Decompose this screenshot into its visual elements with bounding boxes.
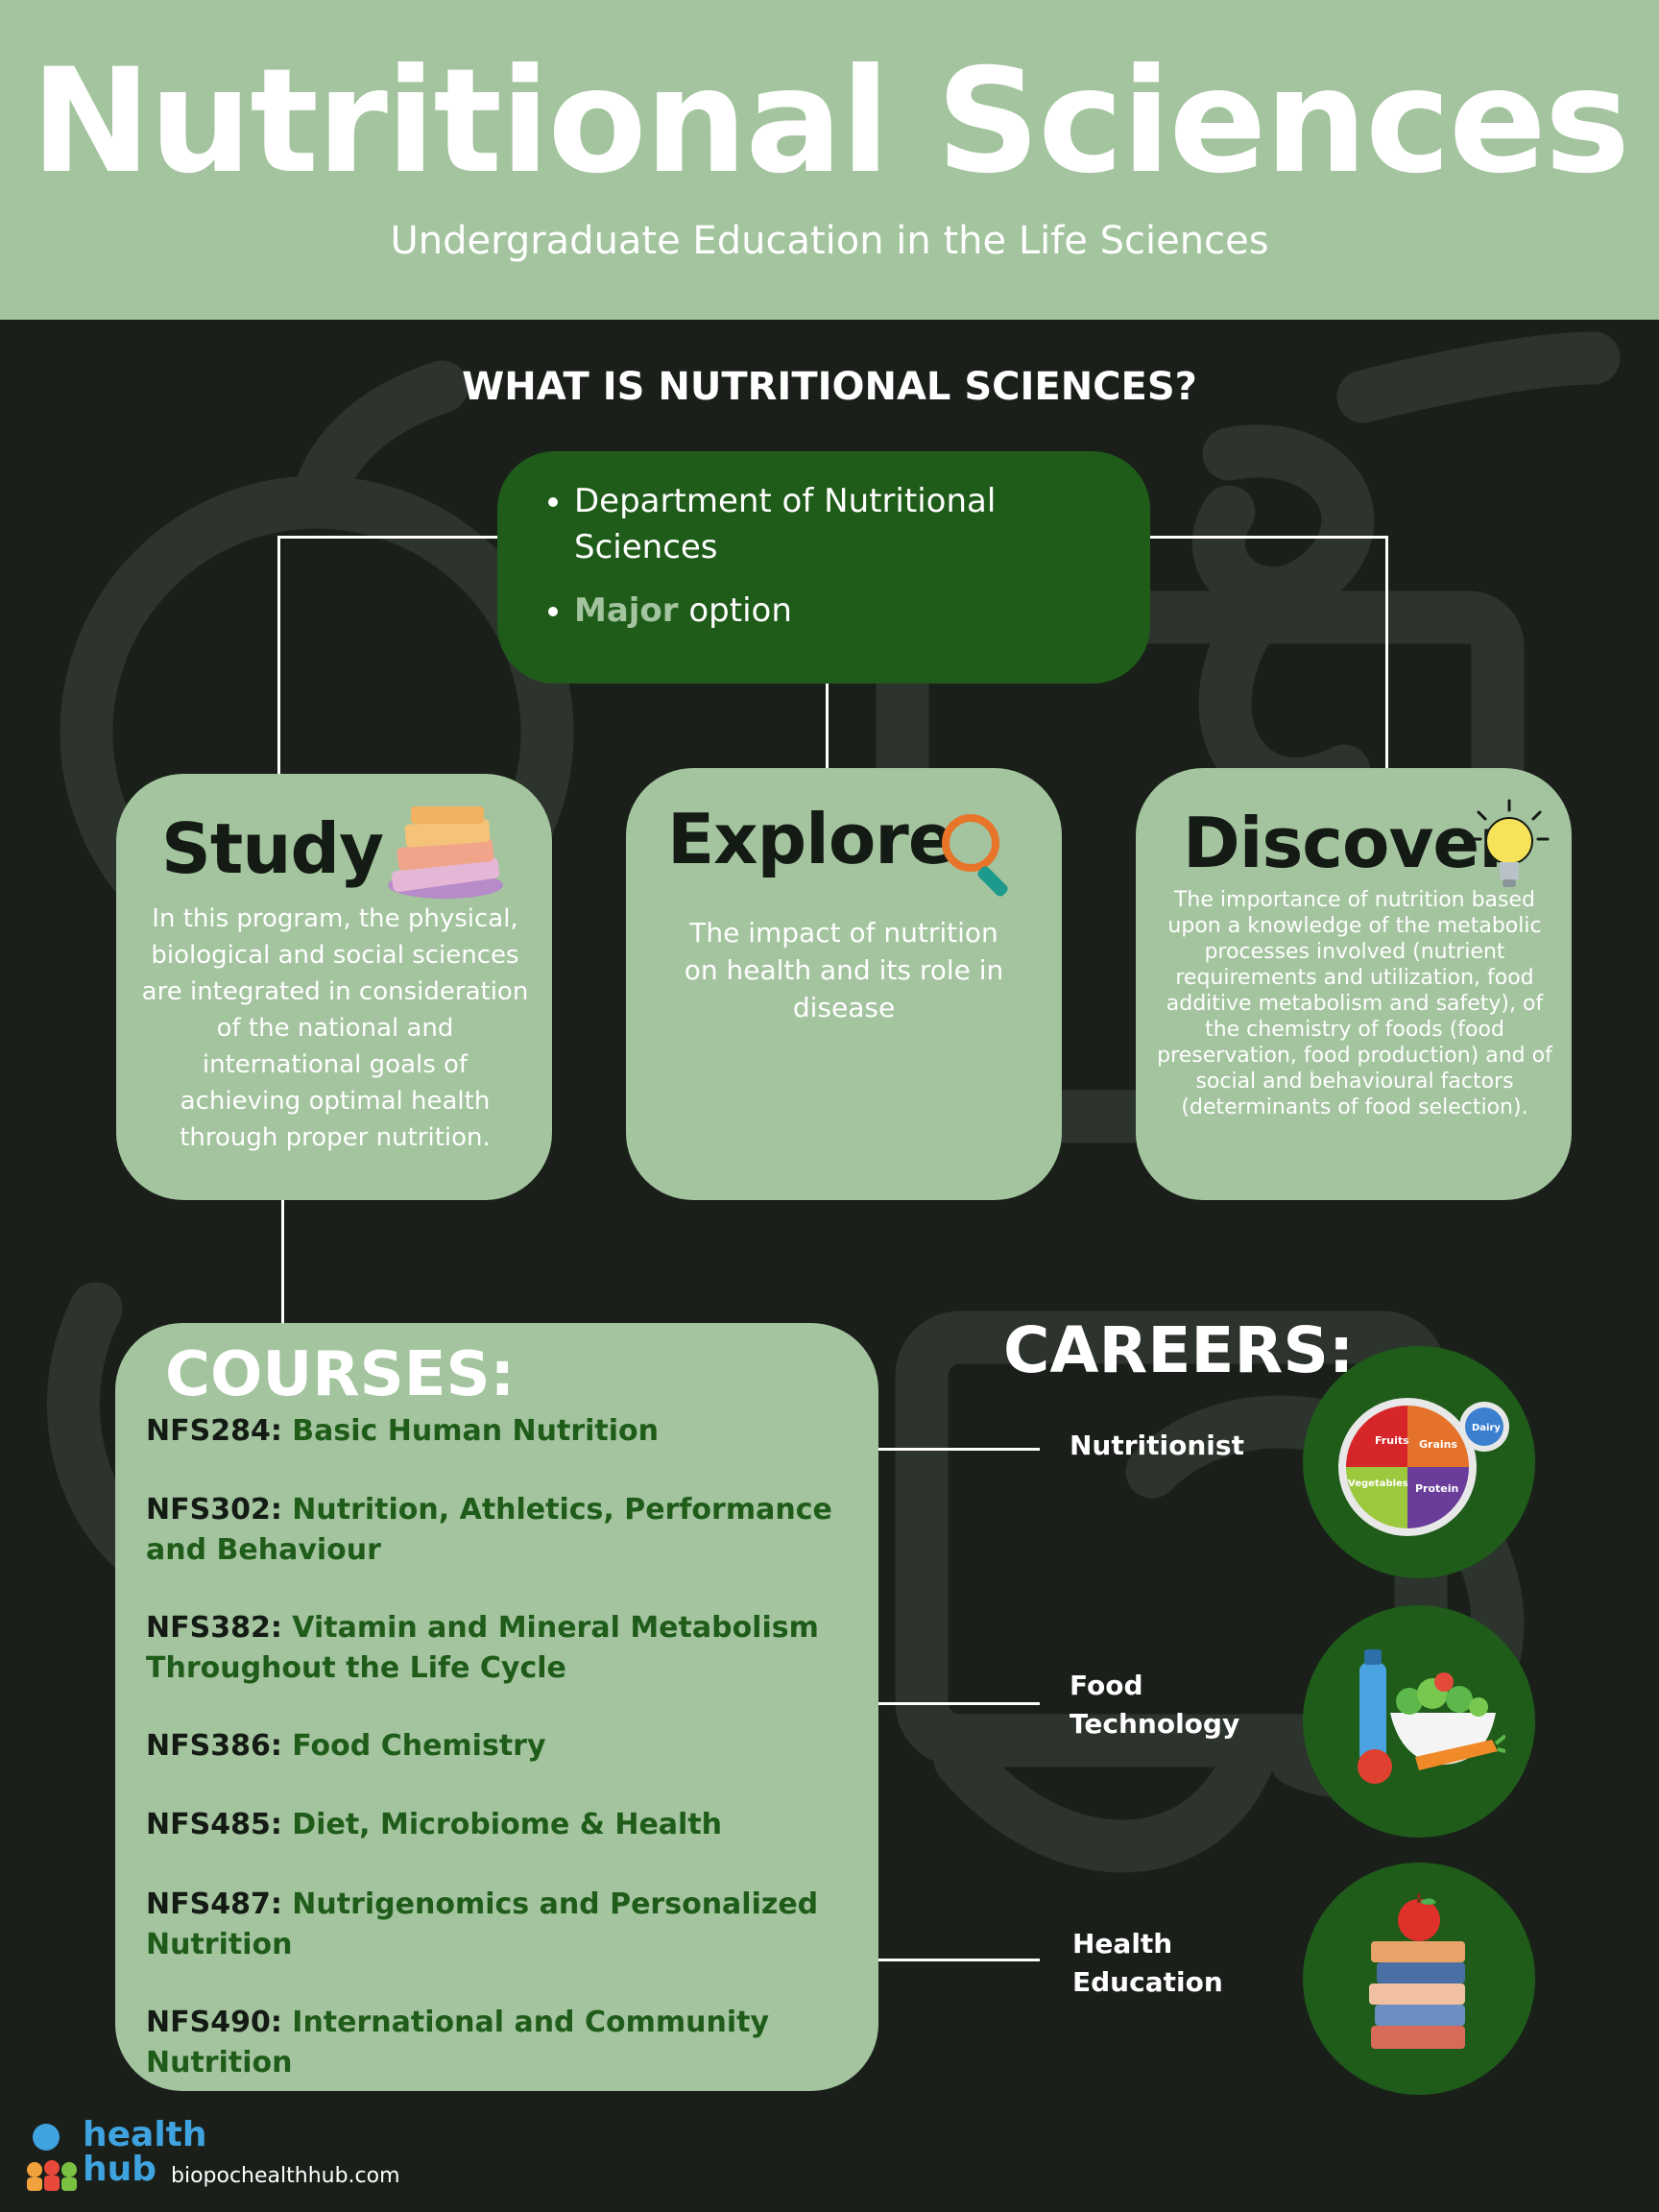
course-item: NFS487: Nutrigenomics and Personalized N… — [146, 1885, 856, 1965]
connector-line — [1148, 536, 1388, 539]
info-item-department: Department of Nutritional Sciences — [574, 478, 1112, 570]
info-item-major: Major option — [574, 588, 1112, 634]
course-name: Diet, Microbiome & Health — [292, 1808, 723, 1841]
health-hub-logo-icon — [27, 2124, 77, 2191]
connector-line — [877, 1702, 1040, 1705]
career-label-nutritionist: Nutritionist — [1070, 1430, 1244, 1461]
page-title: Nutritional Sciences — [30, 38, 1630, 205]
header-banner — [0, 0, 1659, 320]
books-icon — [388, 806, 503, 899]
connector-line — [877, 1959, 1040, 1961]
explore-card-text: The impact of nutrition on health and it… — [684, 917, 1004, 1023]
section-question-heading: WHAT IS NUTRITIONAL SCIENCES? — [462, 365, 1197, 409]
discover-card-text: The importance of nutrition based upon a… — [1157, 888, 1552, 1119]
course-item: NFS284: Basic Human Nutrition — [146, 1411, 856, 1452]
website-url: biopochealthhub.com — [171, 2164, 400, 2188]
course-item: NFS386: Food Chemistry — [146, 1726, 856, 1767]
food-plate-icon: Fruits Grains Vegetables Protein Dairy — [1338, 1398, 1509, 1536]
logo-line-2: hub — [83, 2150, 157, 2189]
course-code: NFS487: — [146, 1887, 282, 1921]
course-code: NFS386: — [146, 1729, 282, 1763]
course-item: NFS302: Nutrition, Athletics, Performanc… — [146, 1490, 856, 1571]
plate-label-fruits: Fruits — [1375, 1434, 1409, 1447]
magnifying-glass-icon — [942, 814, 1008, 897]
connector-line — [277, 536, 499, 539]
course-code: NFS284: — [146, 1414, 282, 1448]
plate-label-protein: Protein — [1415, 1482, 1458, 1495]
study-card-title: Study — [161, 808, 384, 889]
major-highlight: Major — [574, 591, 679, 630]
connector-line — [281, 1200, 284, 1325]
course-item: NFS490: International and Community Nutr… — [146, 2003, 856, 2083]
lightbulb-icon — [1469, 799, 1550, 887]
major-option-text: option — [678, 591, 792, 630]
career-label-food-technology: Food Technology — [1070, 1670, 1240, 1740]
connector-line — [877, 1448, 1040, 1451]
plate-label-grains: Grains — [1419, 1438, 1457, 1451]
course-code: NFS485: — [146, 1808, 282, 1841]
course-name: Nutrition, Athletics, Performance and Be… — [146, 1493, 832, 1567]
careers-heading: CAREERS: — [1003, 1313, 1355, 1387]
plate-label-vegetables: Vegetables — [1348, 1479, 1408, 1489]
courses-heading: COURSES: — [165, 1339, 516, 1410]
explore-card-title: Explore — [667, 799, 955, 879]
course-code: NFS490: — [146, 2006, 282, 2039]
connector-line — [277, 536, 280, 776]
connector-line — [1385, 536, 1388, 770]
course-item: NFS485: Diet, Microbiome & Health — [146, 1805, 856, 1845]
courses-panel — [115, 1323, 878, 2091]
study-card-text: In this program, the physical, biologica… — [141, 904, 529, 1152]
discover-card-title: Discover — [1183, 803, 1513, 883]
course-name: Nutrigenomics and Personalized Nutrition — [146, 1887, 819, 1961]
course-name: Vitamin and Mineral Metabolism Throughou… — [146, 1611, 819, 1685]
course-name: Basic Human Nutrition — [292, 1414, 660, 1448]
books-apple-icon — [1369, 1893, 1465, 2049]
health-hub-wordmark: health hub — [83, 2118, 207, 2187]
logo-line-1: health — [83, 2115, 207, 2154]
department-info-box: Department of Nutritional Sciences Major… — [497, 451, 1150, 684]
salad-bottle-icon — [1358, 1649, 1505, 1784]
connector-line — [826, 682, 829, 770]
course-code: NFS382: — [146, 1611, 282, 1645]
career-label-health-education: Health Education — [1072, 1928, 1223, 1998]
course-item: NFS382: Vitamin and Mineral Metabolism T… — [146, 1608, 856, 1689]
plate-label-dairy: Dairy — [1472, 1423, 1501, 1433]
page-subtitle: Undergraduate Education in the Life Scie… — [390, 219, 1269, 263]
course-name: International and Community Nutrition — [146, 2006, 770, 2080]
course-name: Food Chemistry — [292, 1729, 546, 1763]
course-code: NFS302: — [146, 1493, 282, 1527]
